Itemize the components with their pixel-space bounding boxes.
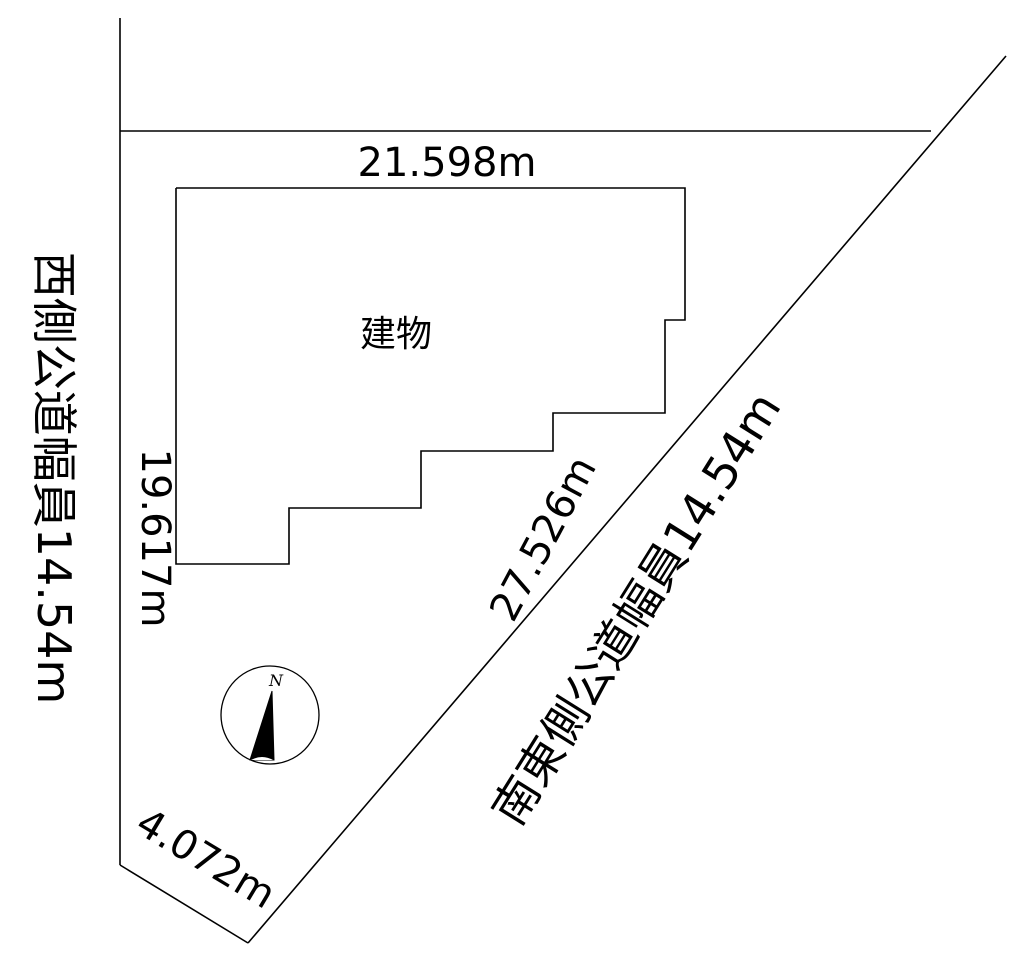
dimension-diagonal: 27.526m	[481, 449, 606, 629]
dimension-bottom: 4.072m	[128, 800, 283, 918]
dimension-top: 21.598m	[358, 140, 537, 186]
lot-boundary	[119, 18, 1007, 944]
building-outline	[175, 187, 686, 565]
dimension-left: 19.617m	[132, 449, 178, 628]
west-road-label: 西側公道幅員14.54m	[27, 252, 81, 705]
north-label: N	[268, 671, 284, 690]
building-label: 建物	[360, 314, 432, 355]
north-compass: N	[220, 665, 320, 765]
compass-circle	[220, 665, 320, 765]
north-arrow-icon	[249, 690, 275, 761]
north-arrow-base	[249, 756, 275, 761]
